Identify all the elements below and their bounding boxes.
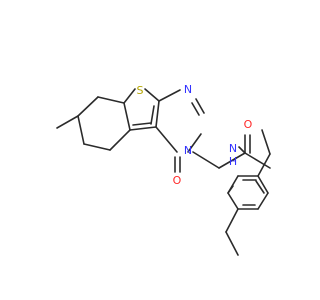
bond bbox=[191, 102, 200, 116]
structure-svg: S N N O O N H bbox=[56, 83, 271, 256]
atom-label-S: S bbox=[137, 84, 144, 97]
bond bbox=[132, 122, 152, 126]
bond bbox=[257, 153, 271, 177]
bond bbox=[144, 88, 160, 102]
atom-label-H: H bbox=[229, 155, 237, 168]
bond bbox=[155, 126, 178, 153]
bond bbox=[227, 192, 239, 210]
bond bbox=[257, 175, 269, 194]
atom-label-N: N bbox=[229, 142, 237, 155]
bond bbox=[77, 96, 99, 117]
bond bbox=[192, 151, 220, 169]
atom-labels: S N N O O N H bbox=[137, 83, 253, 187]
bond bbox=[158, 89, 181, 102]
atom-label-N: N bbox=[184, 83, 192, 96]
bond bbox=[97, 96, 125, 104]
bond bbox=[129, 126, 157, 131]
bond bbox=[225, 231, 239, 256]
bond bbox=[257, 192, 269, 210]
bonds bbox=[56, 88, 271, 256]
bond bbox=[195, 98, 205, 114]
bond bbox=[155, 100, 160, 128]
bond bbox=[227, 175, 239, 194]
bond bbox=[218, 152, 246, 169]
bond bbox=[123, 102, 131, 131]
bond bbox=[225, 208, 239, 233]
bond bbox=[77, 115, 85, 145]
bond bbox=[109, 129, 131, 151]
atom-label-O: O bbox=[244, 118, 253, 131]
bond bbox=[187, 133, 202, 153]
bond bbox=[255, 180, 265, 194]
atom-label-O: O bbox=[173, 174, 182, 187]
bond bbox=[244, 152, 271, 169]
bond bbox=[238, 146, 246, 154]
atom-label-N: N bbox=[184, 144, 192, 157]
molecule-diagram: S N N O O N H bbox=[56, 83, 271, 256]
bond bbox=[261, 129, 271, 155]
bond bbox=[123, 88, 136, 104]
bond bbox=[83, 143, 111, 151]
bond bbox=[150, 105, 155, 125]
bond bbox=[56, 115, 79, 129]
